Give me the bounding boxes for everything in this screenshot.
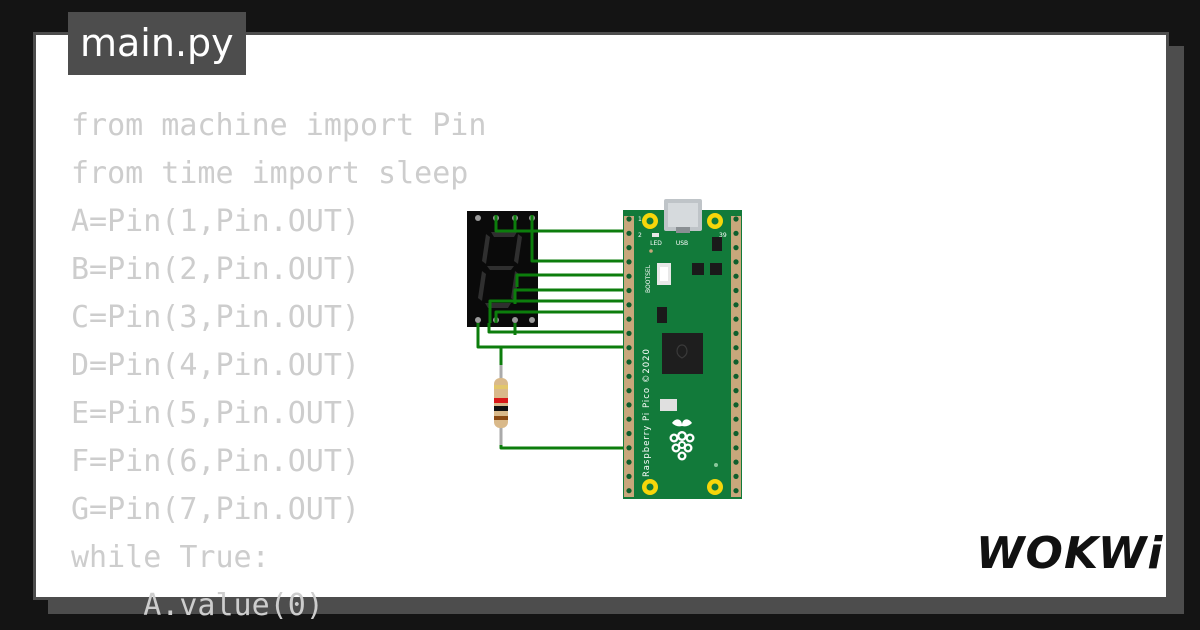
pin-hole[interactable] xyxy=(626,488,632,494)
test-point xyxy=(649,249,653,253)
pin-holes-left xyxy=(626,216,632,494)
pin-hole[interactable] xyxy=(626,459,632,465)
pin-hole[interactable] xyxy=(733,216,739,222)
pin-hole[interactable] xyxy=(626,473,632,479)
flash-chip xyxy=(660,399,677,411)
pin-hole[interactable] xyxy=(733,287,739,294)
code-line: G=Pin(7,Pin.OUT) xyxy=(71,492,360,527)
code-line: F=Pin(6,Pin.OUT) xyxy=(71,444,360,479)
pin-hole[interactable] xyxy=(733,259,739,265)
pin-1-label: 1 xyxy=(638,216,642,223)
code-line: A=Pin(1,Pin.OUT) xyxy=(71,204,360,239)
wokwi-logo-text: WOKWi xyxy=(976,528,1163,579)
code-line: C=Pin(3,Pin.OUT) xyxy=(71,300,360,335)
raspberry-pi-pico-board[interactable]: USB LED 1 2 39 BOOTSEL Raspberry Pi Pico… xyxy=(623,199,742,499)
pin-hole[interactable] xyxy=(733,488,739,494)
pin-hole[interactable] xyxy=(626,388,632,394)
pin-hole[interactable] xyxy=(626,230,632,236)
pin-hole[interactable] xyxy=(733,445,739,451)
code-line: D=Pin(4,Pin.OUT) xyxy=(71,348,360,383)
component-chip xyxy=(710,263,722,275)
test-point xyxy=(714,463,718,467)
board-label: Raspberry Pi Pico ©2020 xyxy=(642,348,652,477)
bootsel-label: BOOTSEL xyxy=(645,264,652,293)
pin-39-label: 39 xyxy=(719,232,727,239)
pin-hole[interactable] xyxy=(733,345,739,351)
code-editor[interactable]: from machine import Pin from time import … xyxy=(71,102,486,630)
pin-hole[interactable] xyxy=(733,359,739,365)
pin-hole[interactable] xyxy=(733,273,739,279)
pin-hole[interactable] xyxy=(626,259,632,265)
pin-hole[interactable] xyxy=(626,416,632,422)
pin-hole[interactable] xyxy=(733,402,739,408)
pin-hole[interactable] xyxy=(626,316,632,322)
pin-hole[interactable] xyxy=(626,330,632,336)
pin-hole[interactable] xyxy=(626,430,632,437)
led-indicator xyxy=(652,233,659,237)
code-line: from time import sleep xyxy=(71,156,469,191)
pin-hole[interactable] xyxy=(733,473,739,479)
pin-hole[interactable] xyxy=(626,445,632,451)
resistor[interactable] xyxy=(494,365,508,445)
pin-hole[interactable] xyxy=(626,216,632,222)
pin-hole[interactable] xyxy=(626,245,632,251)
component-chip xyxy=(692,263,704,275)
component-chip xyxy=(712,237,722,251)
circuit-diagram: USB LED 1 2 39 BOOTSEL Raspberry Pi Pico… xyxy=(467,199,742,499)
header-pins-left xyxy=(624,216,634,497)
pin-hole[interactable] xyxy=(733,245,739,251)
pin-hole[interactable] xyxy=(626,302,632,308)
header-pins-right xyxy=(731,216,741,497)
pin-hole[interactable] xyxy=(733,430,739,437)
pin-hole[interactable] xyxy=(626,345,632,351)
code-line: while True: xyxy=(71,540,270,575)
pin-hole[interactable] xyxy=(626,359,632,365)
pin-hole[interactable] xyxy=(626,402,632,408)
wokwi-logo: WOKWi xyxy=(976,528,1163,579)
code-line: E=Pin(5,Pin.OUT) xyxy=(71,396,360,431)
pin-hole[interactable] xyxy=(626,373,632,379)
code-preview-card: from machine import Pin from time import … xyxy=(33,32,1169,623)
rp2040-chip xyxy=(662,333,703,374)
pin-hole[interactable] xyxy=(733,416,739,422)
pin-hole[interactable] xyxy=(733,330,739,336)
file-tab[interactable]: main.py xyxy=(68,12,246,75)
led-label: LED xyxy=(650,240,662,247)
usb-label: USB xyxy=(676,240,688,247)
pin-2-label: 2 xyxy=(638,232,642,239)
pin-hole[interactable] xyxy=(733,302,739,308)
mounting-pads xyxy=(642,213,723,495)
usb-connector xyxy=(664,199,702,233)
pin-hole[interactable] xyxy=(626,287,632,294)
pin-hole[interactable] xyxy=(733,388,739,394)
component-chip xyxy=(657,307,667,323)
pin-hole[interactable] xyxy=(733,459,739,465)
pin-holes-right xyxy=(733,216,739,494)
seven-segment-display[interactable] xyxy=(467,211,538,327)
bootsel-button[interactable] xyxy=(657,263,671,285)
code-line: B=Pin(2,Pin.OUT) xyxy=(71,252,360,287)
raspberry-pi-logo-icon xyxy=(669,419,695,461)
pin-hole[interactable] xyxy=(626,273,632,279)
pin-hole[interactable] xyxy=(733,316,739,322)
code-line: from machine import Pin xyxy=(71,108,487,143)
code-line: A.value(0) xyxy=(71,588,324,623)
pin-hole[interactable] xyxy=(733,230,739,236)
pin-hole[interactable] xyxy=(733,373,739,379)
